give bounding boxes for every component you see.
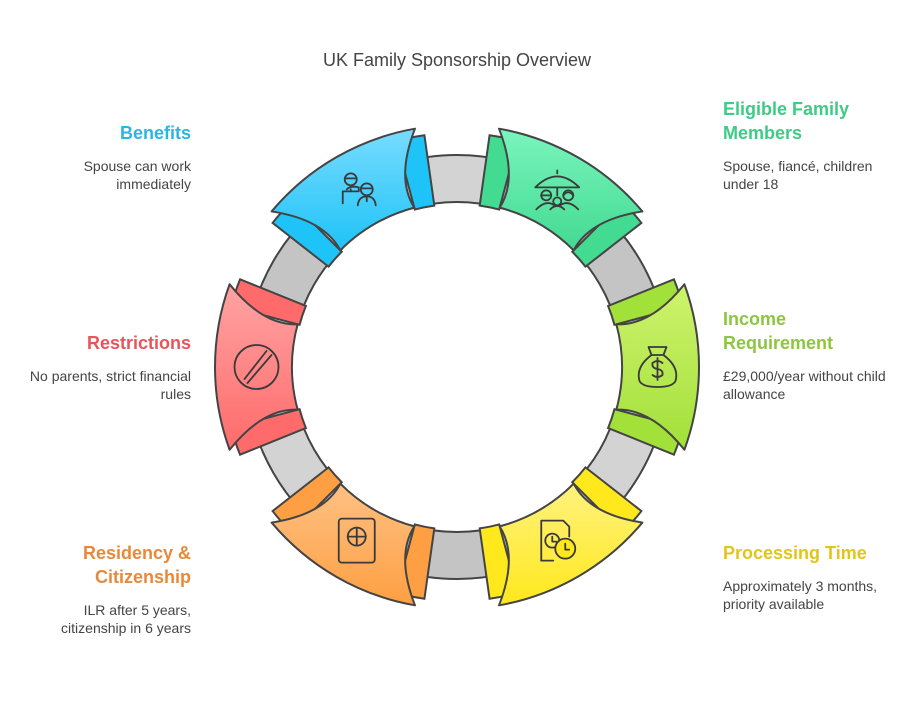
segment-body bbox=[270, 127, 416, 252]
segment-flap bbox=[606, 278, 685, 327]
label-description: No parents, strict financial rules bbox=[29, 368, 191, 402]
money-bag-icon bbox=[637, 346, 678, 388]
label-income-requirement: Income Requirement £29,000/year without … bbox=[723, 307, 893, 403]
segment-restrictions bbox=[213, 278, 308, 456]
segment-body bbox=[213, 283, 299, 451]
label-restrictions: Restrictions No parents, strict financia… bbox=[21, 331, 191, 403]
label-title: Eligible Family Members bbox=[723, 99, 850, 143]
segment-residency bbox=[270, 465, 436, 607]
label-eligible-family-members: Eligible Family Members Spouse, fiancé, … bbox=[723, 97, 893, 193]
label-title: Processing Time bbox=[723, 543, 867, 563]
label-description: Spouse can work immediately bbox=[83, 158, 191, 192]
segment-body bbox=[498, 127, 644, 252]
label-processing-time: Processing Time Approximately 3 months, … bbox=[723, 541, 893, 613]
segment-flap bbox=[271, 200, 344, 269]
teacher-student-icon bbox=[341, 172, 377, 207]
label-description: ILR after 5 years, citizenship in 6 year… bbox=[61, 602, 191, 636]
label-benefits: Benefits Spouse can work immediately bbox=[21, 121, 191, 193]
segment-flap bbox=[229, 407, 308, 456]
segment-flap bbox=[570, 465, 643, 534]
label-description: Approximately 3 months, priority availab… bbox=[723, 578, 878, 612]
prohibited-icon bbox=[233, 344, 280, 390]
label-title: Residency & Citizenship bbox=[82, 543, 191, 587]
segment-benefits bbox=[270, 127, 436, 269]
label-title: Income Requirement bbox=[723, 309, 834, 353]
umbrella-family-icon bbox=[534, 169, 581, 211]
label-residency-citizenship: Residency & Citizenship ILR after 5 year… bbox=[21, 541, 191, 637]
passport-icon bbox=[337, 517, 376, 564]
label-description: Spouse, fiancé, children under 18 bbox=[723, 158, 873, 192]
segment-eligible bbox=[478, 127, 644, 269]
diagram-title: UK Family Sponsorship Overview bbox=[322, 50, 592, 70]
label-title: Benefits bbox=[119, 123, 191, 143]
segment-body bbox=[270, 482, 416, 607]
label-description: £29,000/year without child allowance bbox=[723, 368, 886, 402]
label-title: Restrictions bbox=[86, 333, 191, 353]
document-clock-icon bbox=[540, 519, 577, 562]
